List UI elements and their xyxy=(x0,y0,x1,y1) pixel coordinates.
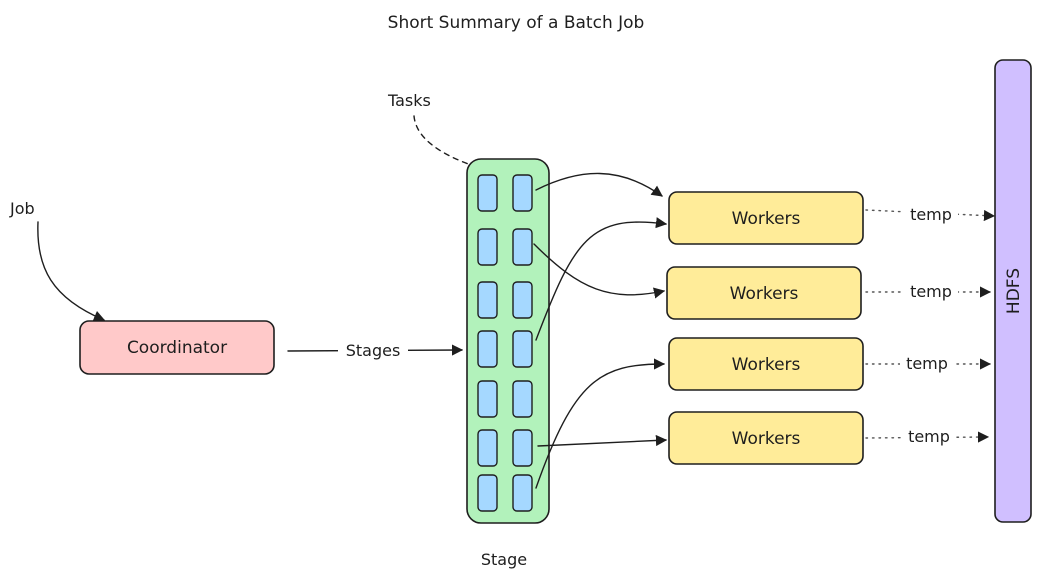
tasks-label: Tasks xyxy=(387,91,431,110)
task-box xyxy=(477,228,498,266)
job-label: Job xyxy=(9,199,35,218)
temp-label-bg xyxy=(902,426,956,448)
worker-label: Workers xyxy=(732,429,801,449)
temp-label-1: temp xyxy=(910,205,952,224)
task-box xyxy=(512,174,533,212)
task-arrow-5 xyxy=(537,434,668,447)
task-grid xyxy=(477,174,533,512)
task-box xyxy=(512,330,533,368)
task-arrow-3 xyxy=(535,217,668,341)
job-arrow xyxy=(37,221,106,322)
task-box xyxy=(477,281,498,319)
task-box xyxy=(477,174,498,212)
worker-label: Workers xyxy=(730,284,799,304)
task-box xyxy=(477,330,498,368)
task-arrow-4 xyxy=(535,358,666,489)
task-box xyxy=(512,228,533,266)
task-arrow-1 xyxy=(535,172,663,197)
temp-label-bg xyxy=(904,281,958,303)
temp-label-bg xyxy=(904,204,958,226)
temp-arrow-1 xyxy=(865,209,996,222)
hdfs-node: HDFS xyxy=(994,59,1032,523)
temp-arrow-4 xyxy=(865,431,990,443)
temp-label-bg xyxy=(900,353,954,375)
worker-node-4: Workers xyxy=(668,411,864,465)
stage-container xyxy=(466,158,550,524)
coordinator-node: Coordinator xyxy=(79,320,275,375)
stages-label: Stages xyxy=(346,341,401,360)
worker-node-2: Workers xyxy=(666,266,862,320)
task-box xyxy=(477,429,498,467)
stage-label: Stage xyxy=(481,550,527,569)
worker-node-3: Workers xyxy=(668,337,864,391)
task-box xyxy=(512,281,533,319)
diagram-title: Short Summary of a Batch Job xyxy=(388,13,645,33)
stages-label-bg xyxy=(338,339,408,361)
task-box xyxy=(512,380,533,418)
task-arrow-2 xyxy=(533,243,666,299)
temp-label-2: temp xyxy=(910,282,952,301)
worker-label: Workers xyxy=(732,355,801,375)
task-box xyxy=(477,380,498,418)
task-box xyxy=(477,474,498,512)
task-box xyxy=(512,474,533,512)
temp-label-4: temp xyxy=(908,427,950,446)
worker-node-1: Workers xyxy=(668,191,864,245)
hdfs-label: HDFS xyxy=(1004,268,1024,314)
worker-label: Workers xyxy=(732,209,801,229)
temp-label-3: temp xyxy=(906,354,948,373)
coordinator-label: Coordinator xyxy=(127,338,227,358)
task-box xyxy=(512,429,533,467)
